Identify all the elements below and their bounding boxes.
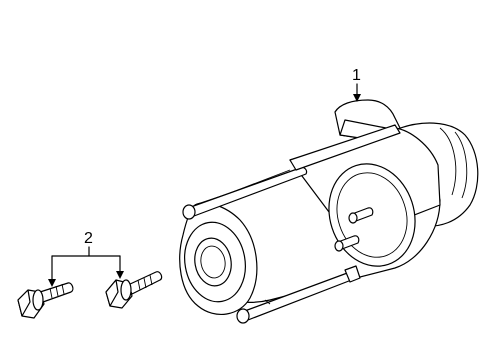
starter-motor [179,99,479,324]
callout-2-label: 2 [84,230,93,247]
bolt-right [105,271,163,309]
callout-1-label: 1 [352,67,361,84]
callout-1: 1 [352,67,361,102]
bolt-left [17,282,74,319]
callout-2: 2 [48,230,124,287]
